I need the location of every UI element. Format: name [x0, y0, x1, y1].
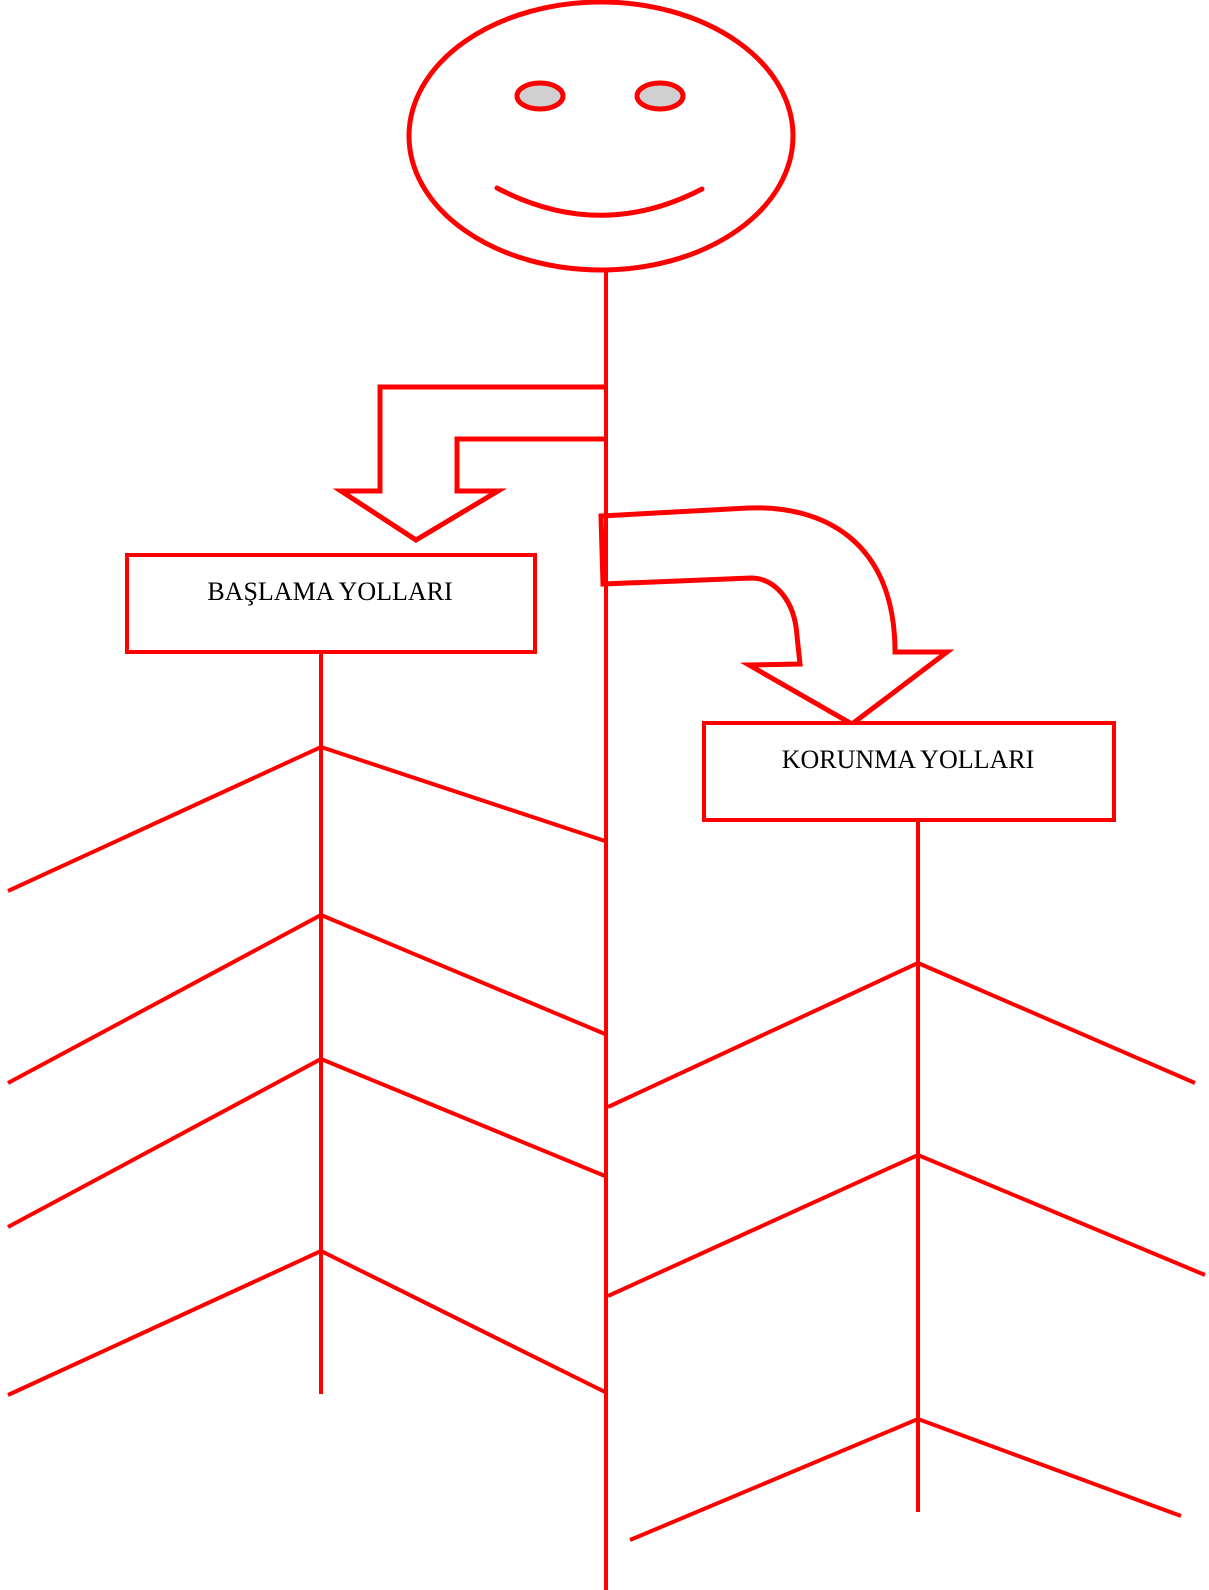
- protection-paths-label: KORUNMA YOLLARI: [782, 745, 1035, 774]
- right-branch-2: [607, 1152, 1206, 1298]
- right-branches: [607, 960, 1206, 1542]
- right-branch-3: [629, 1416, 1182, 1542]
- right-branch-1: [607, 960, 1196, 1109]
- smiley-face: [406, 0, 796, 273]
- left-bent-arrow: [332, 384, 606, 543]
- right-curved-arrow: [598, 505, 955, 727]
- left-branches: [7, 744, 606, 1397]
- left-eye: [514, 80, 566, 112]
- mouth: [494, 185, 705, 218]
- start-paths-box: BAŞLAMA YOLLARI: [125, 553, 537, 654]
- left-branch-1: [7, 744, 606, 893]
- face-outline: [406, 0, 796, 273]
- left-branch-4: [7, 1248, 606, 1397]
- protection-paths-box: KORUNMA YOLLARI: [702, 721, 1116, 822]
- left-branch-3: [7, 1056, 606, 1229]
- start-paths-label: BAŞLAMA YOLLARI: [207, 577, 452, 606]
- right-eye: [634, 80, 686, 112]
- left-branch-2: [7, 912, 606, 1085]
